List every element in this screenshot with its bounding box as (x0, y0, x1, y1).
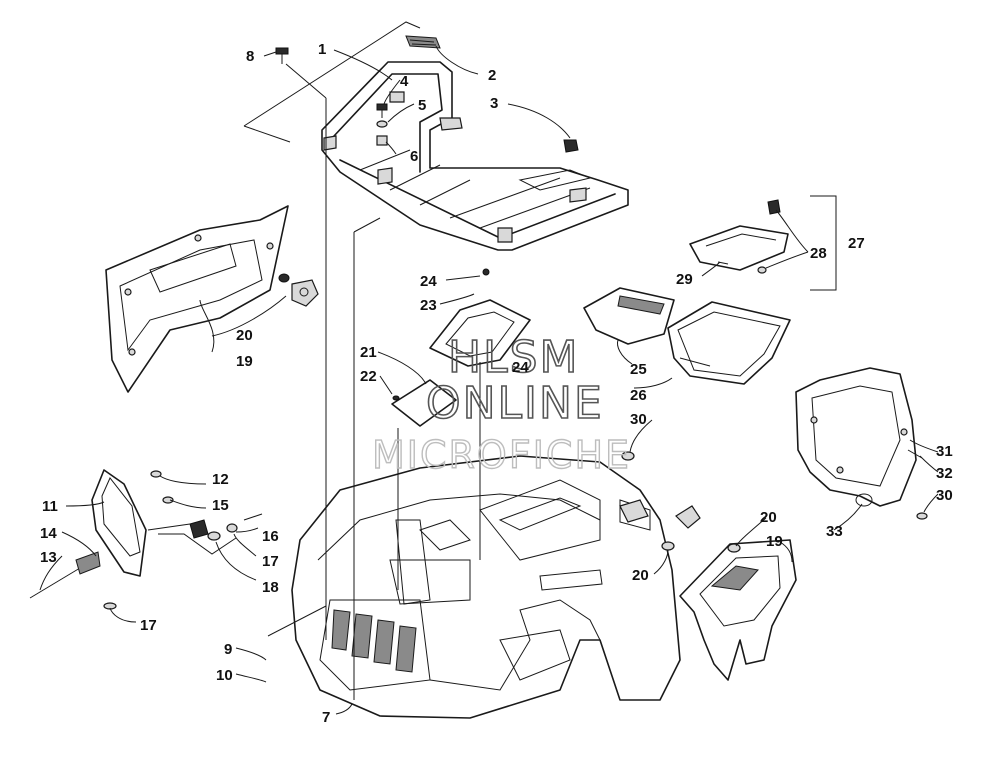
callout-label: 20 (632, 567, 649, 584)
callout-label: 1 (318, 41, 326, 58)
callout-label: 12 (212, 471, 229, 488)
left-side-panel (105, 205, 289, 393)
rack-decal (405, 35, 441, 49)
kit-bracket-27 (810, 195, 837, 291)
bolt-8 (275, 47, 289, 64)
storage-box (667, 301, 791, 385)
callout-label: 30 (630, 411, 647, 428)
callout-label: 15 (212, 497, 229, 514)
callout-label: 32 (936, 465, 953, 482)
callout-label: 4 (400, 73, 409, 90)
watermark-line-2: ONLINE (426, 378, 604, 429)
storage-lid (583, 287, 675, 345)
callout-label: 29 (676, 271, 693, 288)
callout-label: 26 (630, 387, 647, 404)
front-rack (321, 61, 629, 251)
callout-label: 22 (360, 368, 377, 385)
callout-label: 19 (766, 533, 783, 550)
watermark-line-1: HLSM (448, 332, 580, 383)
left-grommet (278, 273, 319, 307)
callout-label: 10 (216, 667, 233, 684)
callout-label: 27 (848, 235, 865, 252)
callout-label: 16 (262, 528, 279, 545)
watermark: HLSM ONLINE MICROFICHE (371, 331, 631, 478)
cover-21 (391, 379, 457, 427)
callout-label: 14 (40, 525, 57, 542)
callout-label: 31 (936, 443, 953, 460)
callout-label: 11 (42, 498, 58, 515)
headlight-bezel (91, 469, 147, 577)
callout-label: 6 (410, 148, 418, 165)
callout-label: 21 (360, 344, 377, 361)
callout-label: 20 (760, 509, 777, 526)
callout-label: 20 (236, 327, 253, 344)
callout-label: 18 (262, 579, 279, 596)
callout-label: 24 (512, 359, 529, 376)
callout-label: 9 (224, 641, 232, 658)
callout-leaders (39, 45, 939, 715)
headlight-hardware (29, 470, 263, 610)
callout-label: 24 (420, 273, 437, 290)
front-fender (291, 455, 681, 719)
right-side-panel (679, 539, 797, 681)
callout-label: 13 (40, 549, 57, 566)
callout-label: 8 (246, 48, 254, 65)
bezel-link-lines (147, 523, 237, 555)
rack-bolt-stack (376, 103, 388, 146)
callout-label: 19 (236, 353, 253, 370)
callout-label: 5 (418, 97, 426, 114)
fender-extension (621, 367, 928, 520)
callout-label: 17 (262, 553, 279, 570)
callout-label: 30 (936, 487, 953, 504)
callout-label: 2 (488, 67, 496, 84)
callout-label: 25 (630, 361, 647, 378)
callout-label: 3 (490, 95, 498, 112)
watermark-line-3: MICROFICHE (372, 433, 631, 477)
callout-labels: 1 2 3 4 5 6 7 8 9 10 11 12 13 14 15 16 1… (40, 41, 953, 726)
callout-label: 7 (322, 709, 330, 726)
callout-label: 17 (140, 617, 157, 634)
callout-label: 23 (420, 297, 437, 314)
rack-nut (563, 139, 579, 153)
callout-label: 33 (826, 523, 843, 540)
light-cover-kit (689, 199, 789, 274)
alignment-lines (243, 21, 481, 700)
callout-label: 28 (810, 245, 827, 262)
right-grommets (619, 499, 741, 553)
plate-23 (429, 268, 531, 367)
